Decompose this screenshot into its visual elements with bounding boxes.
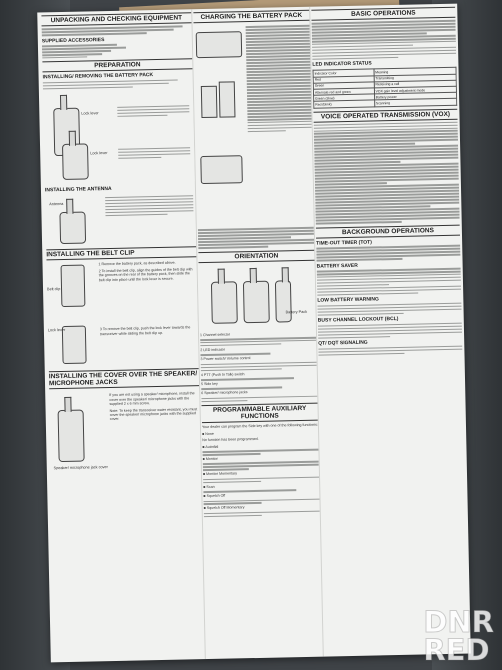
function-item: ■ Scan — [203, 484, 215, 489]
section-heading: VOICE OPERATED TRANSMISSION (VOX) — [313, 108, 458, 123]
watermark-logo: DNR RED — [423, 605, 495, 667]
orientation-item: 5 Side key — [201, 381, 218, 387]
instruction-sheet: UNPACKING AND CHECKING EQUIPMENT SUPPLIE… — [37, 3, 471, 663]
section-heading: UNPACKING AND CHECKING EQUIPMENT — [41, 12, 192, 27]
cover-text: If you are not using a speaker/ micropho… — [109, 391, 195, 407]
orientation-item: 4 PTT (Push to Talk) switch — [200, 371, 245, 377]
section-heading: INSTALLING THE COVER OVER THE SPEAKER/ M… — [48, 368, 200, 390]
cover-note: Note: To keep the transceiver water resi… — [109, 406, 198, 422]
section-heading: INSTALLING THE BELT CLIP — [46, 246, 197, 261]
column-middle: CHARGING THE BATTERY PACK ORIENTATION Ba… — [193, 7, 323, 659]
column-left: UNPACKING AND CHECKING EQUIPMENT SUPPLIE… — [41, 9, 205, 662]
orientation-illustration: Battery Pack — [198, 263, 316, 330]
antenna-illustration: Antenna — [45, 193, 197, 247]
jack-cover-illustration: Speaker/ microphone jack cover If you ar… — [49, 389, 202, 485]
section-heading: CHARGING THE BATTERY PACK — [193, 9, 310, 24]
belt-clip-illustration: Belt clip 1 Remove the battery pack, as … — [46, 260, 198, 322]
section-heading: PREPARATION — [42, 58, 193, 73]
orientation-item: 2 LED indicator — [200, 347, 225, 352]
section-heading: PROGRAMMABLE AUXILIARY FUNCTIONS — [201, 403, 318, 424]
section-heading: BACKGROUND OPERATIONS — [315, 224, 460, 239]
belt-step-3: 3 To remove the belt clip, push the lock… — [99, 325, 191, 337]
section-heading: BASIC OPERATIONS — [311, 6, 456, 21]
sub-heading: INSTALLING THE ANTENNA — [44, 186, 112, 194]
charging-illustration — [193, 23, 314, 227]
belt-lock-illustration: Lock lever 3 To remove the belt clip, pu… — [47, 321, 199, 369]
sub-heading: SUPPLIED ACCESSORIES — [41, 36, 105, 44]
belt-step-1: 1 Remove the battery pack, as described … — [98, 261, 176, 267]
section-heading: ORIENTATION — [198, 249, 315, 263]
column-right: BASIC OPERATIONS LED Indicator Status In… — [311, 4, 469, 657]
battery-illustration: Lock lever Lock lever — [42, 89, 195, 185]
led-status-table: Indicator Color Meaning Red Transmitting… — [313, 67, 458, 108]
belt-step-2: 2 To install the belt clip, align the gu… — [98, 267, 193, 282]
